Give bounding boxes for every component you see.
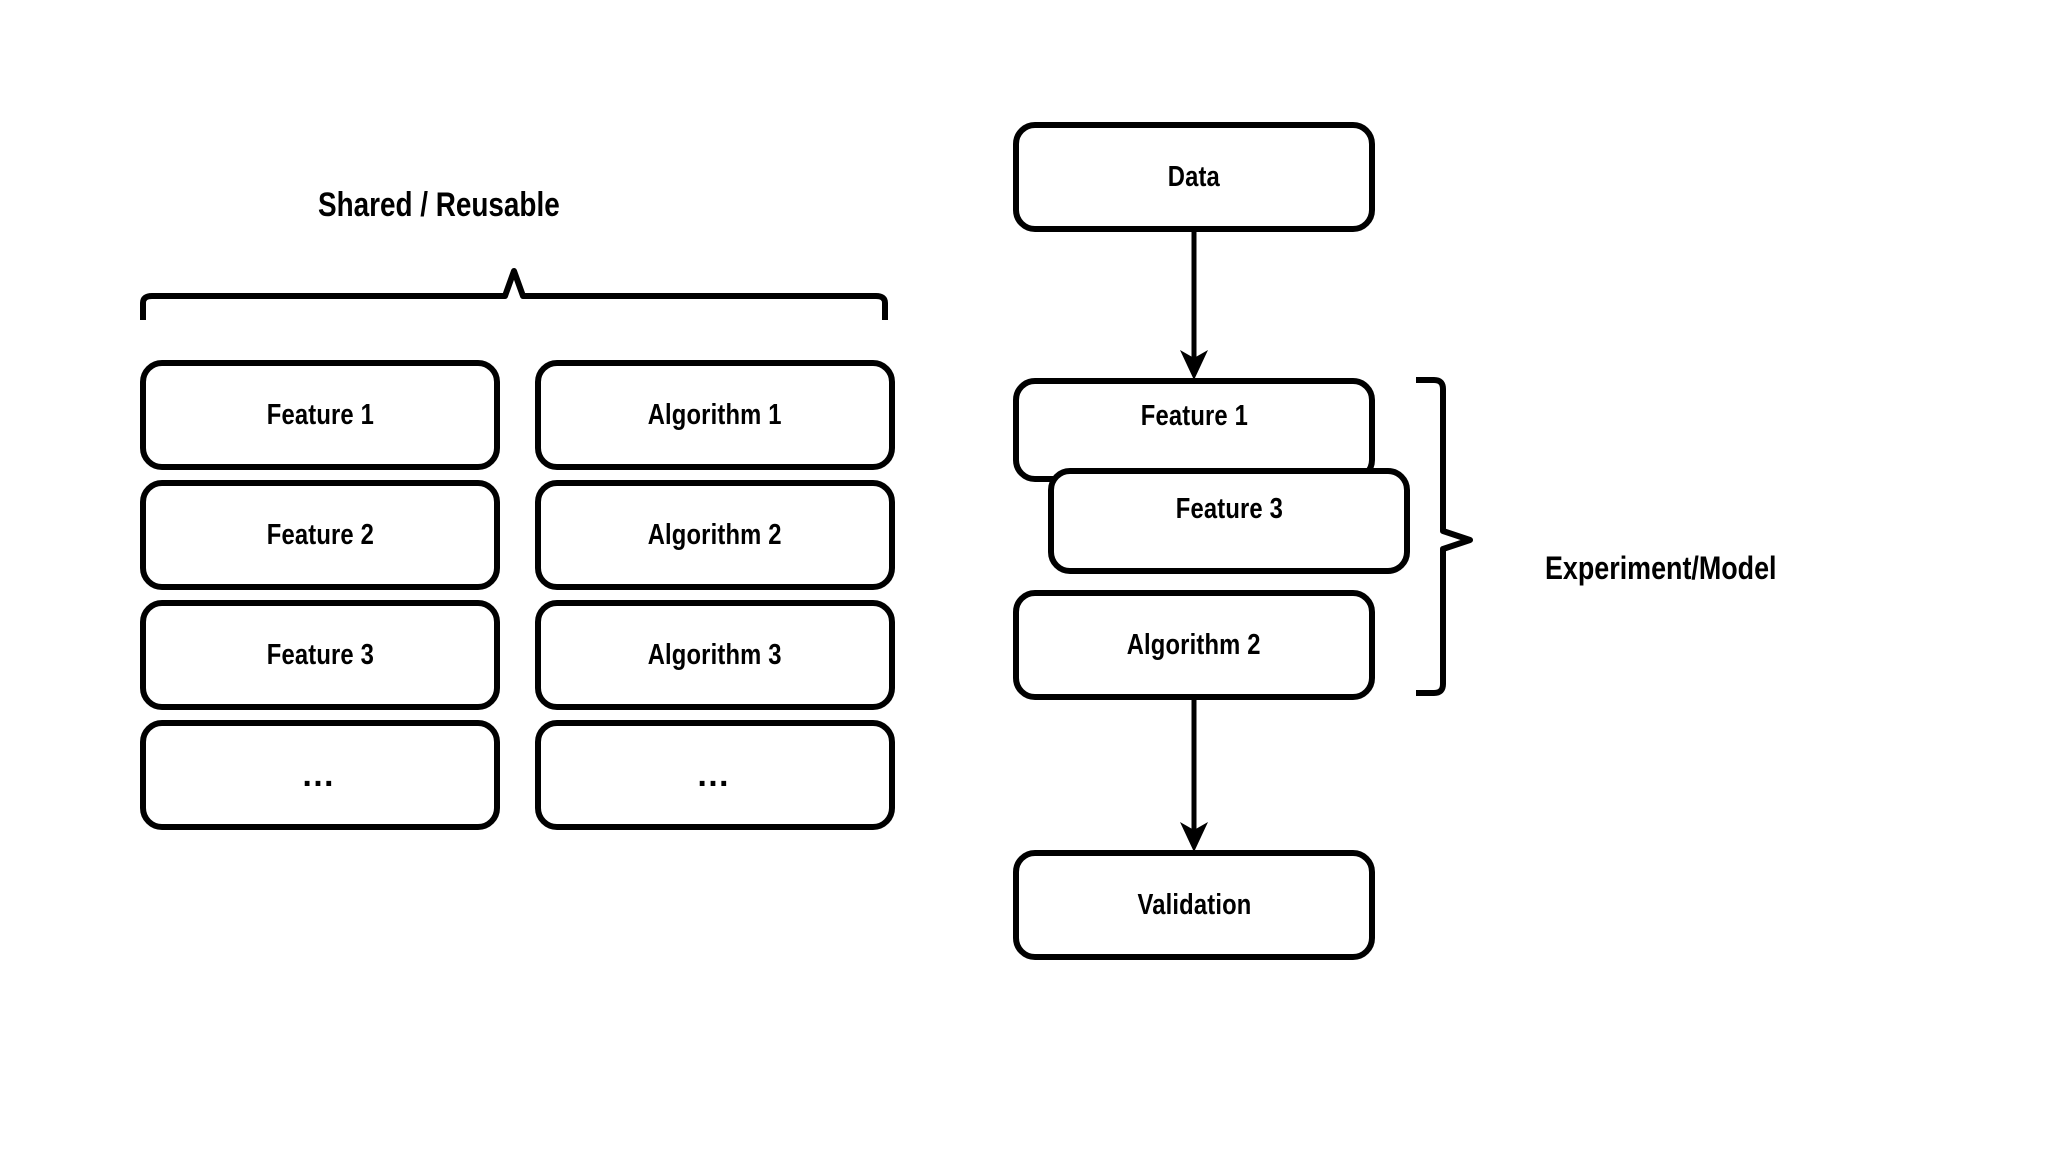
catalog-algorithm-more-label: … bbox=[696, 756, 734, 794]
pipeline-node-validation[interactable]: Validation bbox=[1013, 850, 1375, 960]
catalog-feature-1[interactable]: Feature 1 bbox=[140, 360, 500, 470]
pipeline-node-feature3-label: Feature 3 bbox=[1175, 492, 1283, 525]
pipeline-node-data[interactable]: Data bbox=[1013, 122, 1375, 232]
catalog-algorithm-3[interactable]: Algorithm 3 bbox=[535, 600, 895, 710]
catalog-algorithm-2-label: Algorithm 2 bbox=[648, 518, 782, 551]
catalog-algorithm-1-label: Algorithm 1 bbox=[648, 398, 782, 431]
catalog-feature-2-label: Feature 2 bbox=[266, 518, 374, 551]
catalog-algorithm-3-label: Algorithm 3 bbox=[648, 638, 782, 671]
edge-algorithm2-to-validation-arrowhead bbox=[1180, 822, 1208, 852]
catalog-feature-3-label: Feature 3 bbox=[266, 638, 374, 671]
catalog-heading: Shared / Reusable bbox=[318, 186, 560, 224]
catalog-feature-more-label: … bbox=[301, 756, 339, 794]
catalog-algorithm-2[interactable]: Algorithm 2 bbox=[535, 480, 895, 590]
edge-data-to-feature1-arrowhead bbox=[1180, 350, 1208, 380]
catalog-feature-more[interactable]: … bbox=[140, 720, 500, 830]
pipeline-node-algorithm2-label: Algorithm 2 bbox=[1127, 628, 1261, 661]
pipeline-node-algorithm2[interactable]: Algorithm 2 bbox=[1013, 590, 1375, 700]
catalog-feature-1-label: Feature 1 bbox=[266, 398, 374, 431]
pipeline-node-feature3[interactable]: Feature 3 bbox=[1048, 468, 1410, 574]
catalog-algorithm-1[interactable]: Algorithm 1 bbox=[535, 360, 895, 470]
experiment-model-brace bbox=[1416, 377, 1473, 696]
pipeline-node-validation-label: Validation bbox=[1137, 888, 1251, 921]
shared-reusable-brace bbox=[140, 268, 888, 320]
catalog-algorithm-more[interactable]: … bbox=[535, 720, 895, 830]
catalog-feature-3[interactable]: Feature 3 bbox=[140, 600, 500, 710]
catalog-feature-2[interactable]: Feature 2 bbox=[140, 480, 500, 590]
pipeline-node-data-label: Data bbox=[1167, 160, 1221, 193]
pipeline-node-feature1[interactable]: Feature 1 bbox=[1013, 378, 1375, 482]
pipeline-node-feature1-label: Feature 1 bbox=[1140, 399, 1248, 432]
pipeline-group-label: Experiment/Model bbox=[1545, 550, 1777, 586]
